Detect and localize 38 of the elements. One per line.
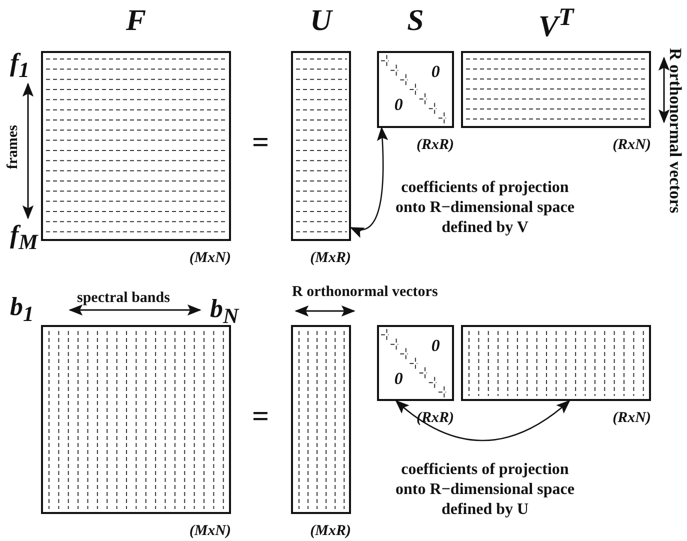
index-label: f$_{M}$ bbox=[10, 220, 38, 256]
matrix-size-label: (RxN) bbox=[612, 410, 651, 427]
matrix-grid bbox=[291, 325, 351, 514]
matrix-grid bbox=[291, 51, 351, 241]
matrix-title: U bbox=[310, 4, 332, 38]
matrix-size-label: (RxN) bbox=[612, 137, 651, 154]
matrix-grid bbox=[41, 325, 231, 514]
matrix-size-label: (MxR) bbox=[310, 523, 351, 540]
index-label: b$_{N}$ bbox=[210, 294, 239, 330]
axis-label: R orthonormal vectors bbox=[292, 283, 438, 302]
diagonal-matrix bbox=[377, 325, 454, 401]
equals-sign: = bbox=[252, 400, 270, 434]
diagonal-matrix bbox=[377, 51, 454, 128]
matrix-grid bbox=[461, 51, 651, 128]
annotation-text: coefficients of projection onto R−dimensional space defined by V bbox=[394, 178, 576, 238]
matrix-size-label: (RxR) bbox=[416, 137, 454, 154]
zero-entry: 0 bbox=[431, 62, 440, 82]
matrix-grid bbox=[41, 51, 231, 241]
axis-label: R orthonormal vectors bbox=[665, 48, 685, 214]
matrix-size-label: (MxN) bbox=[189, 250, 231, 267]
index-label: f$_{1}$ bbox=[10, 48, 30, 84]
axis-label: spectral bands bbox=[77, 289, 170, 308]
curved-double-arrow bbox=[350, 126, 388, 237]
matrix-title: V$^{T}$ bbox=[538, 4, 574, 44]
curved-double-arrow bbox=[395, 400, 570, 442]
equals-sign: = bbox=[252, 126, 270, 160]
matrix-size-label: (RxR) bbox=[416, 410, 454, 427]
zero-entry: 0 bbox=[394, 368, 403, 389]
matrix-size-label: (MxR) bbox=[310, 250, 351, 267]
annotation-text: coefficients of projection onto R−dimensional space defined by U bbox=[394, 460, 576, 520]
matrix-grid bbox=[461, 325, 651, 401]
index-label: b$_{1}$ bbox=[10, 292, 34, 328]
zero-entry: 0 bbox=[431, 336, 440, 356]
matrix-title: F bbox=[126, 4, 146, 38]
matrix-title: S bbox=[407, 4, 424, 38]
matrix-size-label: (MxN) bbox=[189, 523, 231, 540]
zero-entry: 0 bbox=[394, 95, 403, 116]
axis-label: frames bbox=[4, 125, 22, 170]
